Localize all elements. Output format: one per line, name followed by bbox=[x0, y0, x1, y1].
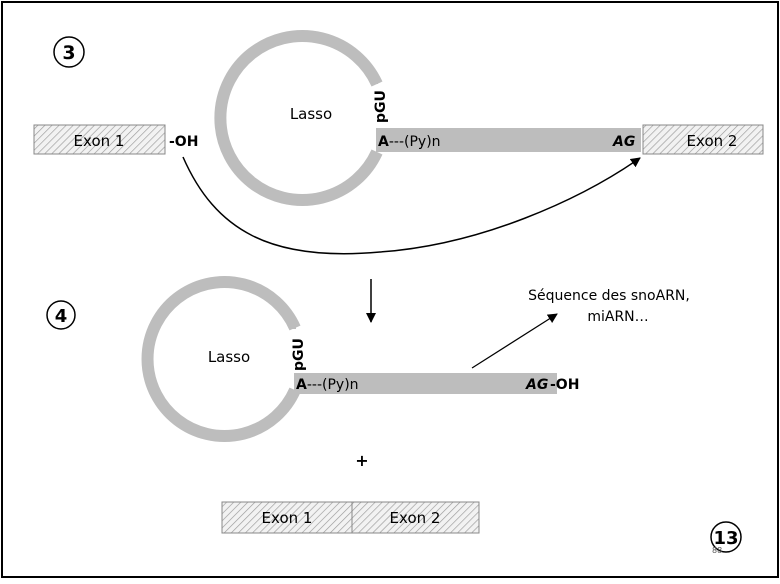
lasso-ring-released bbox=[141, 276, 301, 442]
pgu-label: pGU bbox=[373, 90, 389, 123]
pgu-released-label: pGU bbox=[291, 338, 307, 371]
ag-released-label: AG bbox=[525, 377, 548, 393]
product-exon-1-box bbox=[221, 501, 353, 534]
annotation-line-1: Séquence des snoARN, bbox=[528, 288, 690, 304]
step-13-badge: 13 bbox=[710, 521, 742, 553]
step-13-number: 13 bbox=[713, 528, 738, 549]
attack-arrow bbox=[182, 156, 641, 255]
product-exon-1-label: Exon 1 bbox=[262, 509, 313, 527]
hydroxyl-label: -OH bbox=[169, 134, 198, 150]
annotation-arrow bbox=[471, 313, 558, 369]
intron-tail-bar bbox=[376, 128, 641, 152]
ag-label: AG bbox=[612, 134, 635, 150]
product-exon-2-box bbox=[351, 501, 480, 534]
hydroxyl-released-label: -OH bbox=[550, 377, 579, 393]
branch-point-released-label: A---(Py)n bbox=[296, 377, 359, 393]
page-number: 88 bbox=[712, 546, 722, 555]
lasso-join-released bbox=[290, 323, 296, 329]
step-4-number: 4 bbox=[55, 306, 68, 327]
lasso-released-label: Lasso bbox=[208, 348, 250, 366]
lasso-ring bbox=[214, 30, 383, 206]
exon-1-label: Exon 1 bbox=[74, 132, 125, 150]
product-exon-2-label: Exon 2 bbox=[390, 509, 441, 527]
plus-sign: + bbox=[355, 451, 368, 470]
exon-2-box bbox=[642, 124, 764, 155]
lasso-label: Lasso bbox=[290, 105, 332, 123]
step-3-badge: 3 bbox=[53, 36, 85, 68]
released-intron-bar bbox=[294, 373, 557, 394]
annotation-line-2: miARN… bbox=[587, 309, 648, 325]
step-4-badge: 4 bbox=[46, 300, 76, 330]
exon-2-label: Exon 2 bbox=[687, 132, 738, 150]
step-3-number: 3 bbox=[62, 42, 75, 64]
exon-1-box bbox=[33, 124, 166, 155]
branch-point-label: A---(Py)n bbox=[378, 134, 441, 150]
lasso-join bbox=[372, 78, 378, 84]
